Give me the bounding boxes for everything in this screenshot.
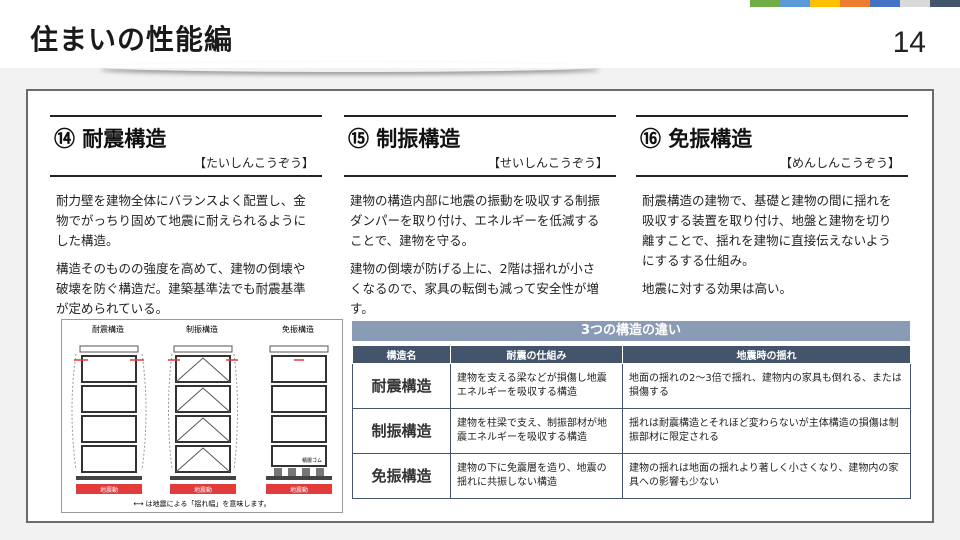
- structure-diagram: 耐震構造 制振構造 免振構造 地震動: [61, 319, 343, 513]
- ground-label: 地震動: [194, 486, 212, 494]
- paragraph: 耐震構造の建物で、基礎と建物の間に揺れを吸収する装置を取り付け、地盤と建物を切り…: [642, 193, 892, 268]
- table-cell-shaking: 揺れは耐震構造とそれほど変わらないが主体構造の損傷は制振部材に限定される: [622, 408, 911, 454]
- table-row: 制振構造 建物を柱梁で支え、制振部材が地震エネルギーを吸収する構造 揺れは耐震構…: [352, 408, 911, 454]
- paragraph: 構造そのものの強度を高めて、建物の倒壊や破壊を防ぐ構造だ。建築基準法でも耐震基準…: [56, 261, 306, 316]
- comparison-table-section: 3つの構造の違い 構造名 耐震の仕組み 地震時の揺れ 耐震構造 建物を支える梁な…: [352, 321, 911, 499]
- table-cell-structure: 制振構造: [352, 408, 451, 454]
- table-row: 免振構造 建物の下に免震層を造り、地震の揺れに共振しない構造 建物の揺れは地面の…: [352, 453, 911, 499]
- column-title: ⑮ 制振構造: [348, 127, 461, 151]
- column-reading: 【せいしんこうぞう】: [487, 156, 608, 170]
- paragraph: 建物の構造内部に地震の振動を吸収する制振ダンパーを取り付け、エネルギーを低減する…: [350, 193, 601, 248]
- color-swatch: [930, 0, 960, 7]
- column-body: 建物の構造内部に地震の振動を吸収する制振ダンパーを取り付け、エネルギーを低減する…: [344, 191, 616, 319]
- color-swatch: [810, 0, 840, 7]
- table-cell-mechanism: 建物の下に免震層を造り、地震の揺れに共振しない構造: [450, 453, 623, 499]
- slide-header: 住まいの性能編 14: [0, 0, 960, 68]
- table-header-cell: 構造名: [352, 345, 451, 364]
- table-row: 耐震構造 建物を支える梁などが損傷し地震エネルギーを吸収する構造 地面の揺れの2…: [352, 363, 911, 409]
- table-cell-mechanism: 建物を柱梁で支え、制振部材が地震エネルギーを吸収する構造: [450, 408, 623, 454]
- column-heading: ⑭ 耐震構造 【たいしんこうぞう】: [50, 115, 322, 177]
- rubber-label: 積層ゴム: [302, 457, 322, 464]
- building-vibration-control: 地震動: [168, 345, 238, 494]
- column-seismic-resistant: ⑭ 耐震構造 【たいしんこうぞう】 耐力壁を建物全体にバランスよく配置し、金物で…: [50, 115, 322, 327]
- color-swatch: [750, 0, 780, 7]
- column-heading: ⑯ 免振構造 【めんしんこうぞう】: [636, 115, 908, 177]
- color-swatch: [870, 0, 900, 7]
- comparison-table: 構造名 耐震の仕組み 地震時の揺れ 耐震構造 建物を支える梁などが損傷し地震エネ…: [352, 345, 911, 499]
- table-header-cell: 耐震の仕組み: [450, 345, 623, 364]
- page-number: 14: [892, 26, 926, 59]
- diagram-label: 耐震構造: [92, 324, 124, 334]
- header-divider: [100, 62, 600, 72]
- paragraph: 耐力壁を建物全体にバランスよく配置し、金物でがっちり固めて地震に耐えられるように…: [56, 193, 307, 248]
- diagram-label: 免振構造: [282, 324, 314, 334]
- table-cell-shaking: 地面の揺れの2〜3倍で揺れ、建物内の家具も倒れる、または損傷する: [622, 363, 911, 409]
- column-body: 耐震構造の建物で、基礎と建物の間に揺れを吸収する装置を取り付け、地盤と建物を切り…: [636, 191, 908, 299]
- column-body: 耐力壁を建物全体にバランスよく配置し、金物でがっちり固めて地震に耐えられるように…: [50, 191, 322, 319]
- paragraph: 地震に対する効果は高い。: [642, 281, 793, 296]
- building-seismic-resistant: 地震動: [71, 345, 147, 494]
- diagram-label: 制振構造: [186, 324, 218, 334]
- table-title: 3つの構造の違い: [352, 321, 910, 341]
- diagram-legend: ⟷ は地震による「揺れ幅」を意味します。: [133, 499, 270, 508]
- color-swatch: [840, 0, 870, 7]
- table-cell-structure: 免振構造: [352, 453, 451, 499]
- table-cell-structure: 耐震構造: [352, 363, 451, 409]
- table-cell-mechanism: 建物を支える梁などが損傷し地震エネルギーを吸収する構造: [450, 363, 623, 409]
- column-base-isolation: ⑯ 免振構造 【めんしんこうぞう】 耐震構造の建物で、基礎と建物の間に揺れを吸収…: [636, 115, 908, 307]
- ground-label: 地震動: [100, 486, 118, 494]
- table-cell-shaking: 建物の揺れは地面の揺れより著しく小さくなり、建物内の家具への影響も少ない: [622, 453, 911, 499]
- color-swatch: [900, 0, 930, 7]
- column-heading: ⑮ 制振構造 【せいしんこうぞう】: [344, 115, 616, 177]
- building-base-isolation: 積層ゴム 地震動: [266, 345, 332, 494]
- table-header-cell: 地震時の揺れ: [622, 345, 911, 364]
- paragraph: 建物の倒壊が防げる上に、2階は揺れが小さくなるので、家具の転倒も減って安全性が増…: [350, 261, 599, 316]
- table-header-row: 構造名 耐震の仕組み 地震時の揺れ: [352, 345, 911, 364]
- column-title: ⑭ 耐震構造: [54, 127, 167, 151]
- column-reading: 【たいしんこうぞう】: [193, 156, 314, 170]
- color-strip: [750, 0, 960, 7]
- ground-label: 地震動: [290, 486, 308, 494]
- column-title: ⑯ 免振構造: [640, 127, 753, 151]
- page-title: 住まいの性能編: [30, 23, 234, 56]
- color-swatch: [780, 0, 810, 7]
- column-reading: 【めんしんこうぞう】: [779, 156, 900, 170]
- column-vibration-control: ⑮ 制振構造 【せいしんこうぞう】 建物の構造内部に地震の振動を吸収する制振ダン…: [344, 115, 616, 327]
- content-panel: ⑭ 耐震構造 【たいしんこうぞう】 耐力壁を建物全体にバランスよく配置し、金物で…: [26, 89, 934, 523]
